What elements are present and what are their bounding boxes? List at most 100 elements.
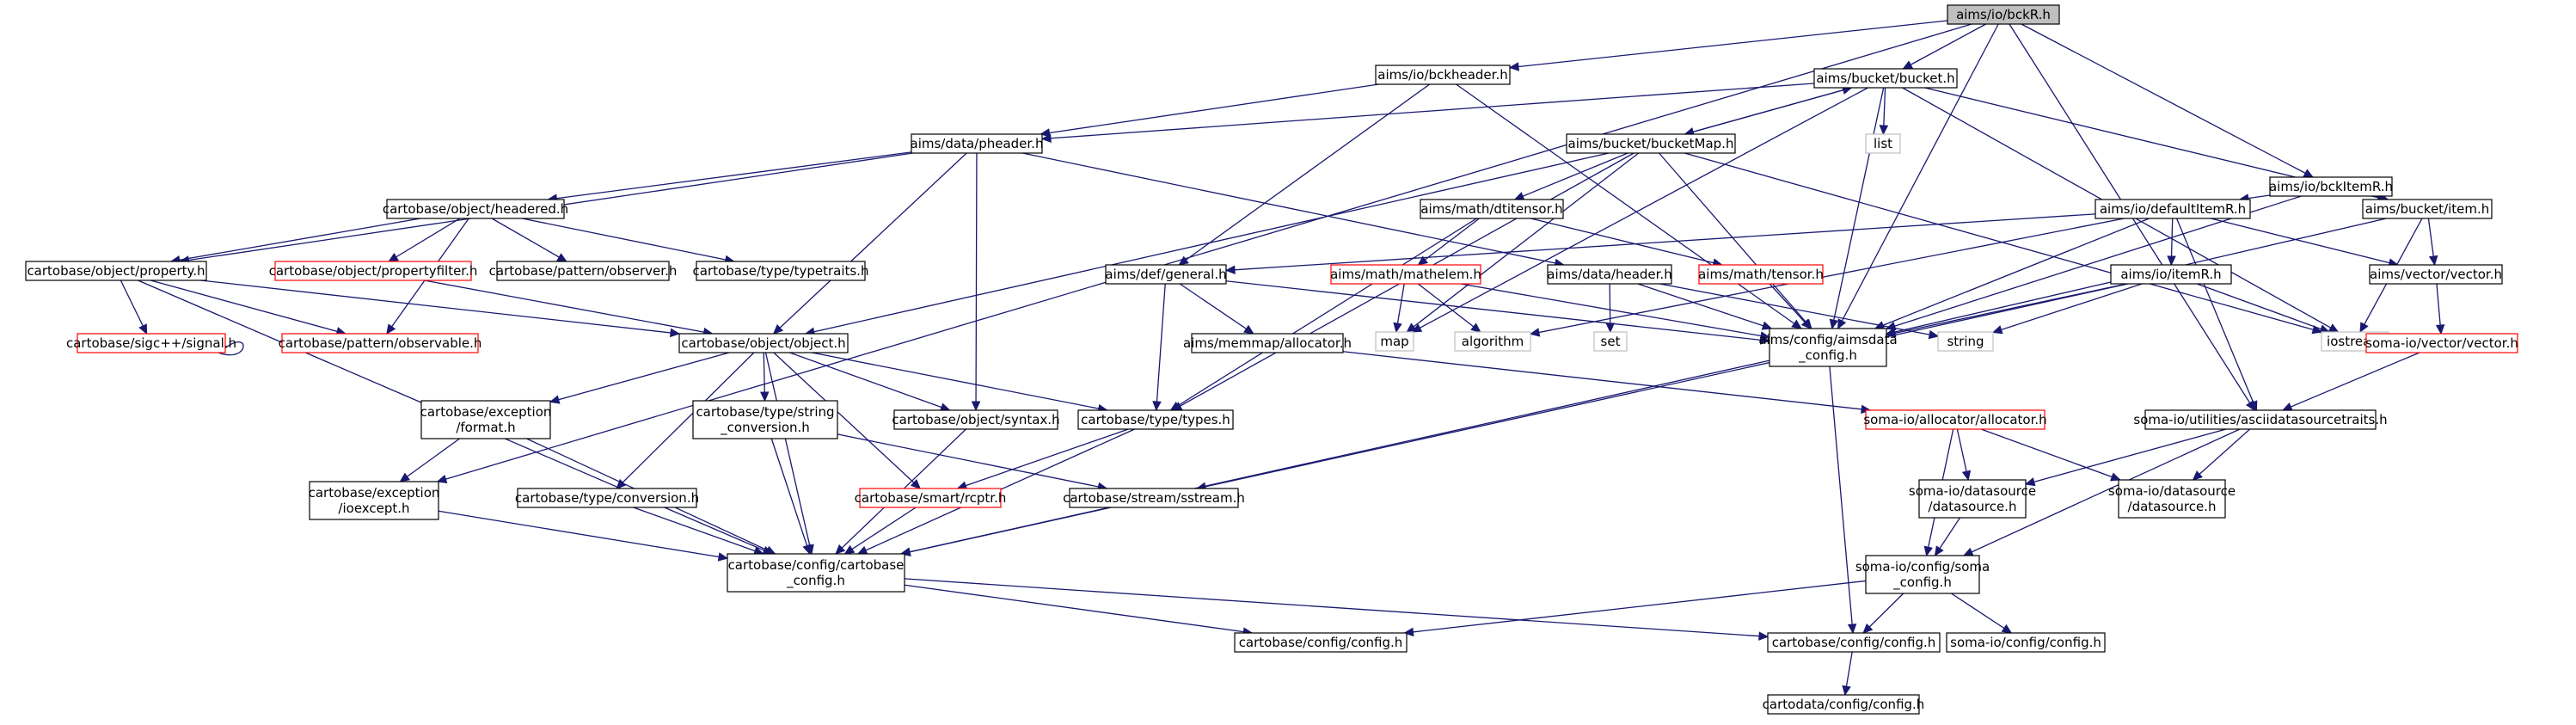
node-label: aims/bucket/bucketMap.h	[1568, 136, 1734, 151]
node-label: cartobase/type/conversion.h	[515, 490, 699, 506]
node-ioexcept[interactable]: cartobase/exception/ioexcept.h	[309, 481, 440, 520]
node-rcptr[interactable]: cartobase/smart/rcptr.h	[855, 488, 1007, 508]
node-label: _conversion.h	[720, 420, 810, 436]
node-box	[2269, 176, 2393, 197]
node-exc_format[interactable]: cartobase/exception/format.h	[420, 400, 552, 439]
node-label: cartobase/object/propertyfilter.h	[269, 263, 478, 279]
node-label: aims/io/bckheader.h	[1377, 67, 1507, 83]
node-item[interactable]: aims/bucket/item.h	[2362, 199, 2493, 219]
node-label: soma-io/config/soma	[1855, 559, 1990, 574]
node-soma_config[interactable]: soma-io/config/soma_config.h	[1855, 555, 1990, 594]
node-property[interactable]: cartobase/object/property.h	[25, 261, 207, 281]
node-headered[interactable]: cartobase/object/headered.h	[383, 199, 568, 219]
node-algorithm[interactable]: algorithm	[1454, 331, 1531, 352]
edge-bucketMap-to-map	[1406, 152, 1640, 333]
node-box	[1105, 264, 1227, 285]
node-box	[1547, 264, 1672, 285]
node-observable[interactable]: cartobase/pattern/observable.h	[279, 333, 482, 353]
edge-somaallocator-to-ds_datasource2	[1980, 428, 2121, 482]
node-string[interactable]: string	[1937, 331, 1994, 352]
node-label: aims/data/header.h	[1547, 267, 1671, 282]
edge-pheader-to-syntax	[971, 152, 981, 412]
node-ds_datasource1[interactable]: soma-io/datasource/datasource.h	[1909, 479, 2036, 519]
edge-bucket-to-aimsdata_config	[1829, 87, 1885, 330]
node-signal[interactable]: cartobase/sigc++/signal.h	[66, 333, 236, 353]
graph-edges	[120, 20, 2445, 697]
node-label: soma-io/vector/vector.h	[2365, 335, 2518, 351]
node-typetraits[interactable]: cartobase/type/typetraits.h	[693, 261, 869, 281]
node-bucketMap[interactable]: aims/bucket/bucketMap.h	[1566, 133, 1736, 154]
node-bckItemR[interactable]: aims/io/bckItemR.h	[2269, 176, 2393, 197]
edge-headered-to-typetraits	[522, 218, 735, 265]
node-list[interactable]: list	[1865, 133, 1901, 154]
node-tensor[interactable]: aims/math/tensor.h	[1698, 264, 1824, 285]
node-label: cartobase/type/types.h	[1081, 412, 1230, 427]
node-propertyfilter[interactable]: cartobase/object/propertyfilter.h	[269, 261, 478, 281]
node-box	[1865, 555, 1980, 594]
node-box	[1813, 68, 1958, 89]
node-sstream[interactable]: cartobase/stream/sstream.h	[1063, 488, 1245, 508]
node-box	[1865, 133, 1901, 154]
edge-aimsdata_config-to-cb_config2	[1829, 366, 1857, 635]
edge-defaultItemR-to-general	[1224, 213, 2096, 275]
node-bucket[interactable]: aims/bucket/bucket.h	[1813, 68, 1958, 89]
node-itemR[interactable]: aims/io/itemR.h	[2110, 264, 2232, 285]
node-pheader[interactable]: aims/data/pheader.h	[911, 133, 1044, 154]
node-box	[1077, 409, 1234, 430]
node-defaultItemR[interactable]: aims/io/defaultItemR.h	[2095, 199, 2251, 219]
node-bckheader[interactable]: aims/io/bckheader.h	[1375, 65, 1511, 85]
node-allocator[interactable]: aims/memmap/allocator.h	[1183, 333, 1352, 353]
node-observer[interactable]: cartobase/pattern/observer.h	[489, 261, 678, 281]
edge-defaultItemR-to-vectorh	[2211, 218, 2399, 267]
node-label: cartobase/stream/sstream.h	[1063, 490, 1245, 506]
edge-bckR-to-bucket	[1902, 23, 1986, 70]
edge-string_conversion-to-cartobase_config	[770, 438, 812, 556]
node-label: cartobase/config/config.h	[1772, 635, 1936, 650]
node-map[interactable]: map	[1375, 331, 1414, 352]
edge-cartobase_config-to-cb_config	[904, 584, 1254, 636]
edge-general-to-types	[1152, 283, 1166, 412]
edge-header-to-aimsdata_config	[1637, 283, 1773, 330]
node-object[interactable]: cartobase/object/object.h	[678, 333, 849, 353]
node-conversion[interactable]: cartobase/type/conversion.h	[515, 488, 699, 508]
node-asciidatasourcetraits[interactable]: soma-io/utilities/asciidatasourcetraits.…	[2133, 409, 2388, 430]
edge-property-to-signal	[120, 280, 148, 335]
node-label: list	[1874, 136, 1892, 151]
node-set[interactable]: set	[1593, 331, 1628, 352]
edge-pheader-to-object	[772, 152, 967, 335]
node-somavector[interactable]: soma-io/vector/vector.h	[2365, 333, 2518, 353]
node-syntax[interactable]: cartobase/object/syntax.h	[892, 409, 1060, 430]
node-somaio_config[interactable]: soma-io/config/config.h	[1946, 632, 2106, 653]
node-box	[2362, 199, 2493, 219]
node-aimsdata_config[interactable]: aims/config/aimsdata_config.h	[1758, 328, 1898, 367]
node-somaallocator[interactable]: soma-io/allocator/allocator.h	[1863, 409, 2047, 430]
node-cb_config[interactable]: cartobase/config/config.h	[1234, 632, 1408, 653]
node-label: set	[1601, 334, 1621, 349]
node-header[interactable]: aims/data/header.h	[1547, 264, 1672, 285]
node-box	[1420, 199, 1564, 219]
node-dtitensor[interactable]: aims/math/dtitensor.h	[1420, 199, 1564, 219]
edge-cb_config2-to-cartodata_config	[1842, 651, 1853, 697]
node-box	[420, 400, 551, 439]
node-cb_config2[interactable]: cartobase/config/config.h	[1767, 632, 1941, 653]
node-box	[2118, 479, 2226, 519]
edge-property-to-observable	[150, 280, 347, 336]
node-label: soma-io/utilities/asciidatasourcetraits.…	[2133, 412, 2387, 427]
node-bckR[interactable]: aims/io/bckR.h	[1947, 4, 2060, 25]
node-general[interactable]: aims/def/general.h	[1105, 264, 1227, 285]
node-box	[274, 261, 472, 281]
node-string_conversion[interactable]: cartobase/type/string_conversion.h	[692, 400, 838, 439]
edge-pheader-to-headered	[547, 151, 912, 203]
node-label: map	[1380, 334, 1408, 349]
node-ds_datasource2[interactable]: soma-io/datasource/datasource.h	[2108, 479, 2236, 519]
node-box	[1767, 694, 1920, 715]
node-types[interactable]: cartobase/type/types.h	[1077, 409, 1234, 430]
node-mathelem[interactable]: aims/math/mathelem.h	[1330, 264, 1481, 285]
edge-mathelem-to-algorithm	[1417, 283, 1481, 333]
edge-defaultItemR-to-itemR	[2167, 218, 2176, 267]
edge-somavector-to-asciidatasourcetraits	[2281, 352, 2420, 411]
node-cartodata_config[interactable]: cartodata/config/config.h	[1763, 694, 1925, 715]
node-vectorh[interactable]: aims/vector/vector.h	[2369, 264, 2503, 285]
node-cartobase_config[interactable]: cartobase/config/cartobase_config.h	[727, 553, 905, 593]
edge-bckheader-to-aimsdata_config	[1456, 83, 1802, 329]
